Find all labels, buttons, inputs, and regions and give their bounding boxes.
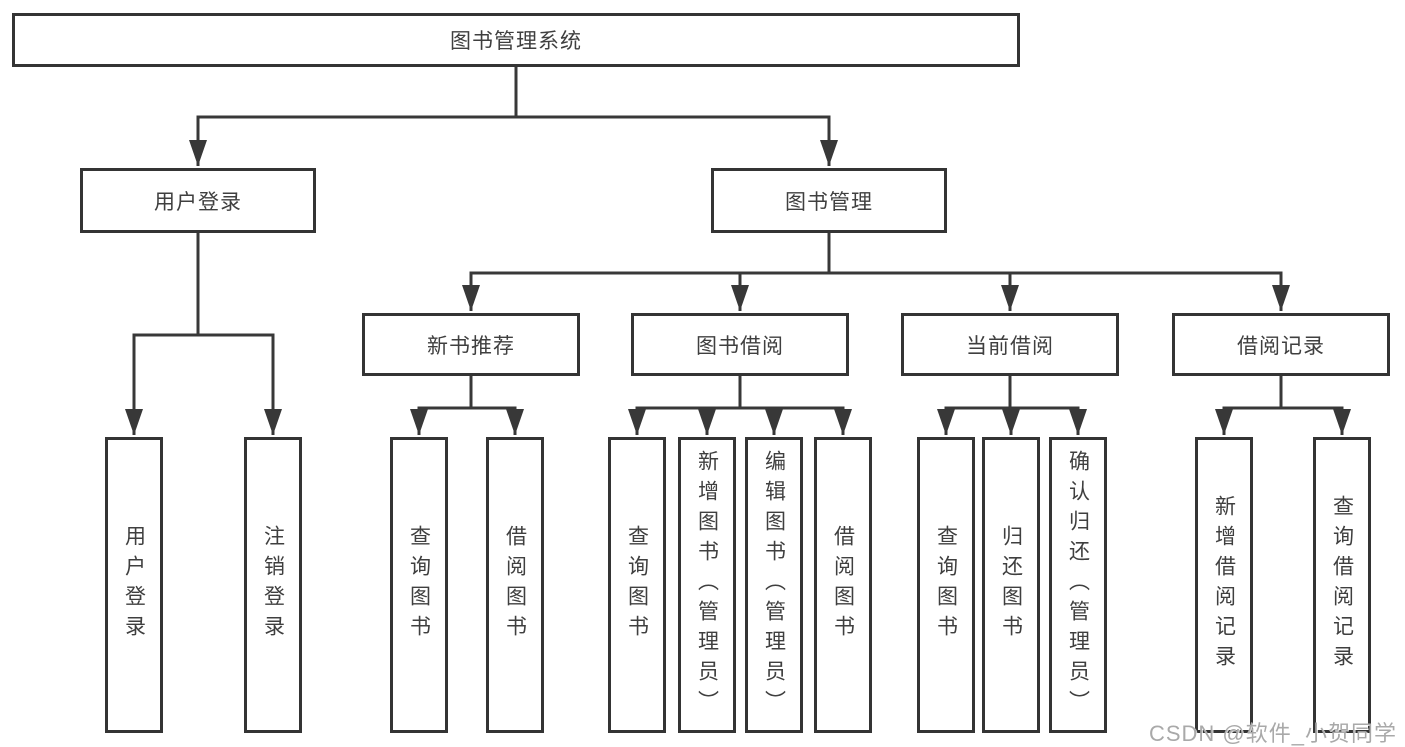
node-add-book-admin: 新增图书（管理员） (678, 437, 736, 733)
node-query-book-current: 查询图书 (917, 437, 975, 733)
node-logout: 注销登录 (244, 437, 302, 733)
node-label: 当前借阅 (966, 334, 1054, 358)
node-edit-book-admin: 编辑图书（管理员） (745, 437, 803, 733)
node-label: 查询借阅记录 (1330, 495, 1354, 675)
node-label: 新增借阅记录 (1212, 495, 1236, 675)
node-label: 新书推荐 (427, 334, 515, 358)
node-current-borrow: 当前借阅 (901, 313, 1119, 376)
node-new-book-recommend: 新书推荐 (362, 313, 580, 376)
node-query-book-recommend: 查询图书 (390, 437, 448, 733)
node-book-borrow: 图书借阅 (631, 313, 849, 376)
node-borrow-book-recommend: 借阅图书 (486, 437, 544, 733)
node-borrow-book: 借阅图书 (814, 437, 872, 733)
node-label: 借阅图书 (503, 525, 527, 645)
node-confirm-return-admin: 确认归还（管理员） (1049, 437, 1107, 733)
node-library-management-system: 图书管理系统 (12, 13, 1020, 67)
node-book-management-branch: 图书管理 (711, 168, 947, 233)
csdn-watermark: CSDN @软件_小贺同学 (1148, 721, 1397, 746)
node-label: 图书管理系统 (450, 30, 582, 53)
node-label: 用户登录 (122, 525, 146, 645)
node-label: 新增图书（管理员） (695, 450, 719, 720)
node-label: 用户登录 (154, 190, 242, 214)
node-label: 归还图书 (999, 525, 1023, 645)
node-query-book-borrow: 查询图书 (608, 437, 666, 733)
node-label: 借阅图书 (831, 525, 855, 645)
node-user-login-branch: 用户登录 (80, 168, 316, 233)
node-label: 注销登录 (261, 525, 285, 645)
node-return-book: 归还图书 (982, 437, 1040, 733)
node-user-login: 用户登录 (105, 437, 163, 733)
node-label: 借阅记录 (1237, 334, 1325, 358)
node-add-borrow-record: 新增借阅记录 (1195, 437, 1253, 733)
node-label: 图书借阅 (696, 334, 784, 358)
node-label: 编辑图书（管理员） (762, 450, 786, 720)
node-label: 查询图书 (625, 525, 649, 645)
node-query-borrow-record: 查询借阅记录 (1313, 437, 1371, 733)
node-label: 确认归还（管理员） (1066, 450, 1090, 720)
node-borrow-records: 借阅记录 (1172, 313, 1390, 376)
node-label: 查询图书 (934, 525, 958, 645)
node-label: 查询图书 (407, 525, 431, 645)
node-label: 图书管理 (785, 190, 873, 214)
